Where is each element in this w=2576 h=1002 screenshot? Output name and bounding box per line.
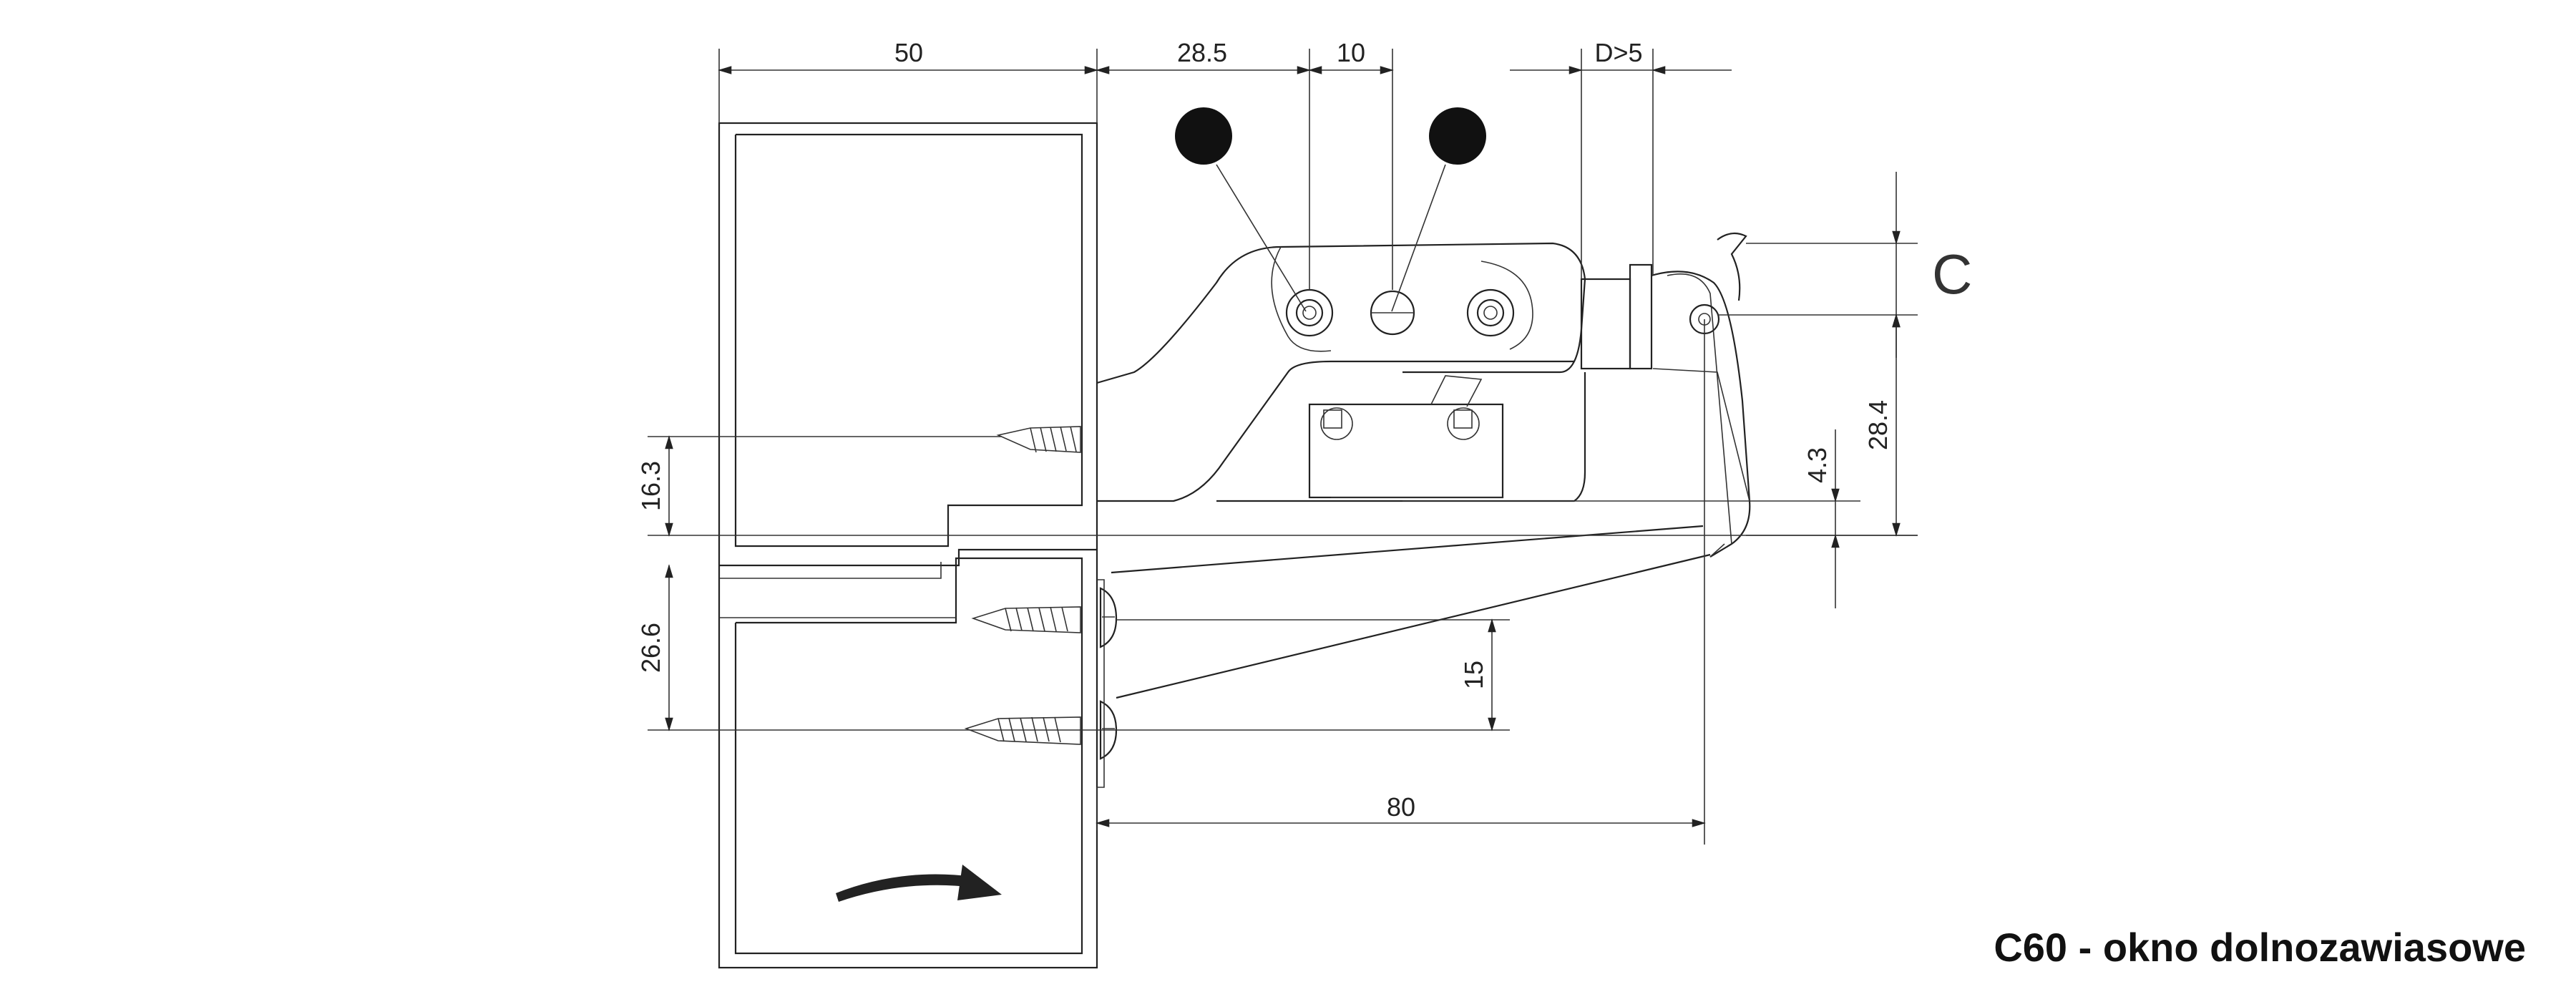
latch-bracket <box>1580 232 1751 558</box>
dim-26-6: 26.6 <box>636 623 665 673</box>
linkage-arms <box>1111 525 1725 699</box>
dim-16-3: 16.3 <box>636 461 665 511</box>
dim-d-greater-5: D>5 <box>1594 38 1642 67</box>
extension-lines <box>648 49 1918 845</box>
dimension-lines <box>665 66 1901 827</box>
reference-dots <box>1175 107 1486 312</box>
dimension-labels: 50 28.5 10 D>5 80 16.3 26.6 15 28.4 4.3 … <box>636 38 1972 822</box>
mounting-holes <box>1285 288 1515 337</box>
actuator-housing <box>1096 242 1586 502</box>
dim-4-3: 4.3 <box>1802 447 1832 483</box>
dim-28-4: 28.4 <box>1863 400 1893 450</box>
screw-upper <box>996 426 1081 453</box>
dim-15: 15 <box>1459 661 1488 689</box>
dim-10: 10 <box>1337 38 1365 67</box>
screw-heads <box>1097 579 1118 788</box>
dim-28-5: 28.5 <box>1177 38 1227 67</box>
screw-lower <box>964 716 1081 745</box>
dim-80: 80 <box>1387 792 1415 822</box>
opening-direction-arrow-icon <box>836 865 1002 902</box>
dim-c: C <box>1932 243 1972 306</box>
screw-middle <box>971 606 1081 633</box>
drawing-caption: C60 - okno dolnozawiasowe <box>1994 925 2526 970</box>
dim-50: 50 <box>894 38 923 67</box>
frame-profile <box>718 122 1098 969</box>
